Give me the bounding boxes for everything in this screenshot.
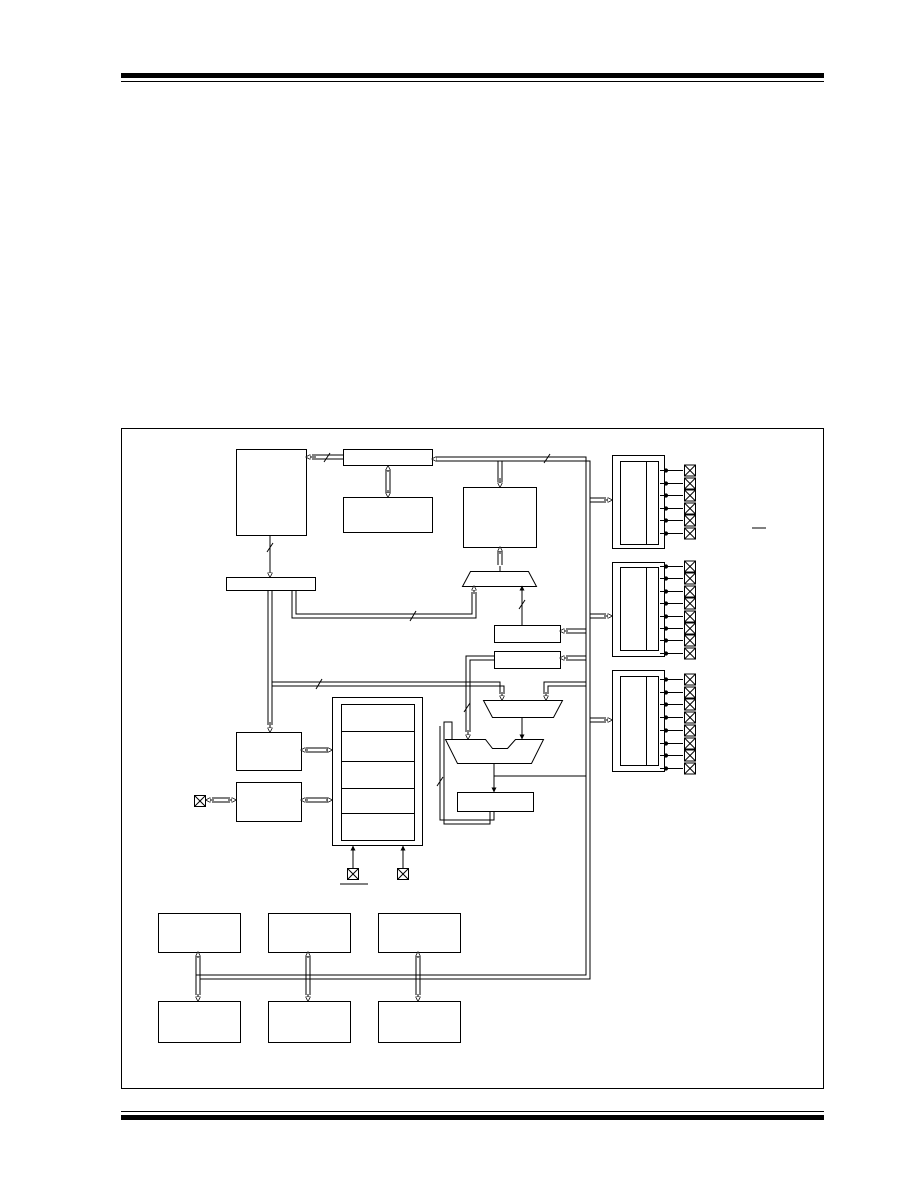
pin-arrow (663, 626, 669, 631)
port-pins (660, 464, 696, 775)
alu-block (444, 739, 545, 764)
pin-arrow (663, 506, 669, 511)
pin-arrow (663, 601, 669, 606)
header-rule-thick (121, 73, 824, 78)
timing-sub-block (341, 761, 415, 789)
pin-arrow (663, 589, 669, 594)
io-pin-cross (684, 711, 696, 724)
status-block (494, 651, 561, 669)
header-rule-thin (121, 81, 824, 82)
io-pin-cross (684, 489, 696, 502)
timing-generation-block (236, 782, 302, 822)
pin-arrow (663, 715, 669, 720)
address-mux (461, 571, 538, 587)
io-pin-cross (684, 724, 696, 737)
io-pin-cross (684, 514, 696, 527)
io-pin-cross (684, 737, 696, 750)
data-bus (200, 460, 591, 980)
power-pin (397, 868, 409, 880)
program-counter-block (343, 449, 433, 466)
mclr-pin (347, 868, 359, 880)
footer-rule-thin (121, 1111, 824, 1112)
figure-frame (121, 428, 824, 1089)
io-pin-cross (684, 647, 696, 660)
osc-pin (194, 795, 206, 807)
timing-sub-block (341, 731, 415, 762)
pin-arrow (663, 702, 669, 707)
pin-arrow (663, 493, 669, 498)
io-pin-cross (684, 560, 696, 573)
io-pin-cross (684, 698, 696, 711)
pin-arrow (663, 766, 669, 771)
pin-arrow (663, 677, 669, 682)
peripheral-block (158, 1001, 241, 1043)
pin-arrow (663, 468, 669, 473)
timing-sub-block (341, 813, 415, 841)
io-pin-cross (684, 597, 696, 610)
pin-arrow (663, 518, 669, 523)
pin-arrow (663, 576, 669, 581)
peripheral-block (268, 913, 351, 953)
stack-block (343, 497, 433, 533)
io-pin-cross (684, 502, 696, 515)
io-pin-cross (684, 585, 696, 598)
ram-block (463, 487, 537, 548)
pin-arrow (663, 614, 669, 619)
pin-arrow (663, 638, 669, 643)
alu-mux (482, 700, 564, 718)
port-a (612, 455, 665, 549)
io-pin-cross (684, 749, 696, 762)
port-c (612, 670, 665, 772)
io-pin-cross (684, 527, 696, 540)
timing-sub-block (341, 788, 415, 814)
io-pin-cross (684, 464, 696, 477)
peripheral-block (158, 913, 241, 953)
pin-arrow (663, 651, 669, 656)
io-pin-cross (684, 622, 696, 635)
port-b (612, 562, 665, 657)
data-bus (196, 456, 587, 976)
pin-arrow (663, 564, 669, 569)
pin-arrow (663, 728, 669, 733)
timing-sub-block (341, 704, 415, 732)
instruction-register-block (226, 577, 316, 591)
io-pin-cross (684, 477, 696, 490)
io-pin-cross (684, 762, 696, 775)
io-pin-cross (684, 686, 696, 699)
pin-arrow (663, 753, 669, 758)
peripheral-block (268, 1001, 351, 1043)
pin-arrow (663, 531, 669, 536)
program-memory-block (236, 449, 307, 536)
timing-sub-container (332, 697, 423, 846)
instruction-decode-block (236, 732, 302, 771)
peripheral-block (378, 1001, 461, 1043)
pin-arrow (663, 481, 669, 486)
io-pin-cross (684, 673, 696, 686)
pin-arrow (663, 690, 669, 695)
peripheral-block (378, 913, 461, 953)
io-pin-cross (684, 610, 696, 623)
footer-rule-thick (121, 1115, 824, 1120)
io-pin-cross (684, 634, 696, 647)
w-register-block (457, 792, 534, 812)
fsr-block (494, 625, 561, 643)
pin-arrow (663, 741, 669, 746)
io-pin-cross (684, 572, 696, 585)
